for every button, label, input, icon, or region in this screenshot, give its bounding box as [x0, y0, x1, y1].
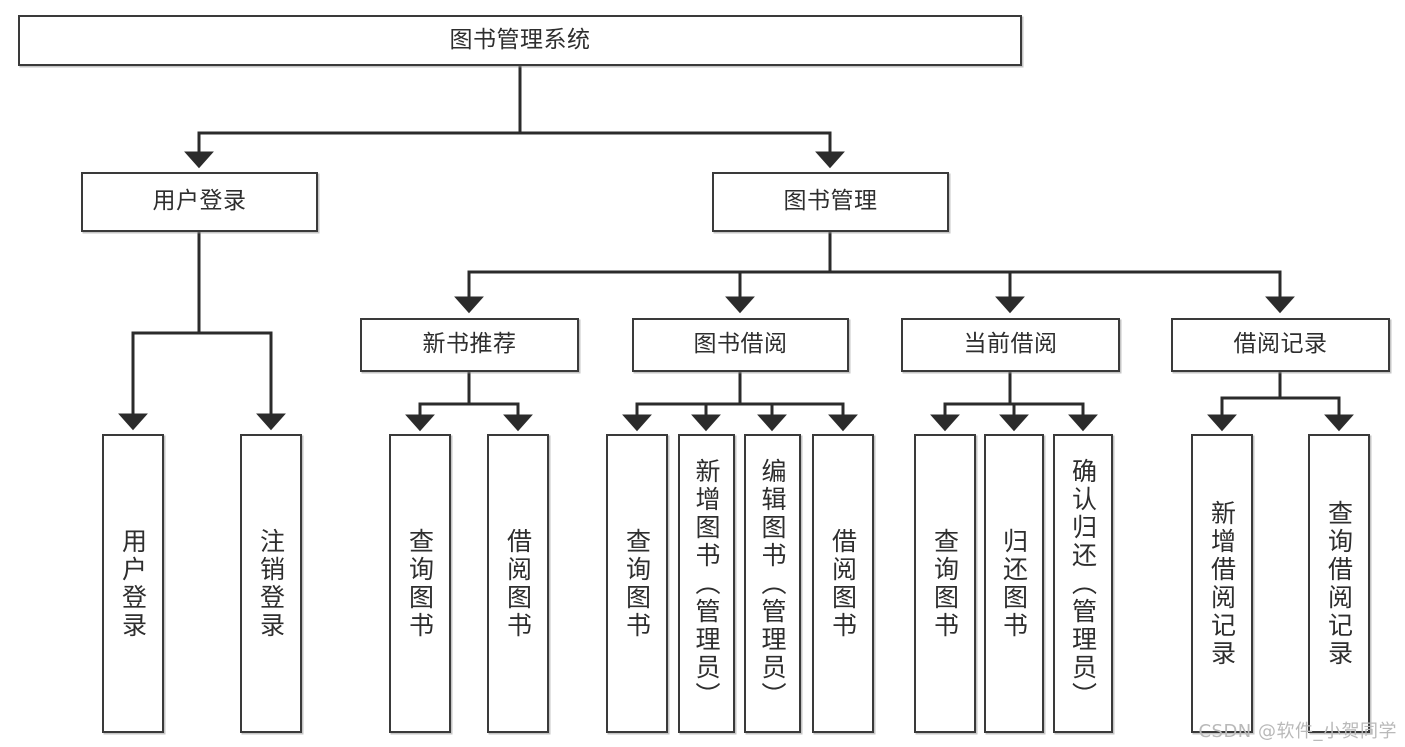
leaf-user-login[interactable]: 用户登录 — [102, 434, 164, 733]
node-label: 图书管理 — [783, 188, 878, 215]
node-user-login[interactable]: 用户登录 — [81, 172, 318, 232]
leaf-borrow-book-new[interactable]: 借阅图书 — [487, 434, 549, 733]
node-label: 图书管理系统 — [449, 26, 591, 53]
leaf-edit-book-admin[interactable]: 编辑图书（管理员） — [744, 434, 801, 733]
node-label: 借阅记录 — [1233, 331, 1328, 358]
leaf-query-borrow-record[interactable]: 查询借阅记录 — [1308, 434, 1370, 733]
node-label: 当前借阅 — [963, 331, 1058, 358]
node-new-book-recommend[interactable]: 新书推荐 — [360, 318, 579, 372]
node-label: 借阅图书 — [503, 527, 533, 640]
node-label: 图书借阅 — [693, 331, 788, 358]
node-label: 新增借阅记录 — [1207, 499, 1237, 668]
node-label: 查询借阅记录 — [1324, 499, 1354, 668]
node-label: 新书推荐 — [422, 331, 517, 358]
node-label: 查询图书 — [930, 527, 960, 640]
leaf-query-book-borrow[interactable]: 查询图书 — [606, 434, 668, 733]
node-label: 确认归还（管理员） — [1068, 457, 1098, 710]
node-label: 用户登录 — [118, 527, 148, 640]
node-label: 用户登录 — [152, 188, 247, 215]
leaf-confirm-return-admin[interactable]: 确认归还（管理员） — [1053, 434, 1113, 733]
node-label: 查询图书 — [405, 527, 435, 640]
node-current-borrow[interactable]: 当前借阅 — [901, 318, 1120, 372]
csdn-watermark: CSDN @软件_小贺同学 — [1198, 721, 1397, 742]
node-root-system[interactable]: 图书管理系统 — [18, 15, 1022, 66]
leaf-borrow-book[interactable]: 借阅图书 — [812, 434, 874, 733]
node-book-borrow[interactable]: 图书借阅 — [632, 318, 849, 372]
node-book-management[interactable]: 图书管理 — [712, 172, 949, 232]
leaf-query-book-current[interactable]: 查询图书 — [914, 434, 976, 733]
leaf-logout[interactable]: 注销登录 — [240, 434, 302, 733]
node-label: 注销登录 — [256, 527, 286, 640]
leaf-add-borrow-record[interactable]: 新增借阅记录 — [1191, 434, 1253, 733]
node-borrow-records[interactable]: 借阅记录 — [1171, 318, 1390, 372]
leaf-return-book[interactable]: 归还图书 — [984, 434, 1044, 733]
leaf-add-book-admin[interactable]: 新增图书（管理员） — [678, 434, 735, 733]
leaf-query-book-new[interactable]: 查询图书 — [389, 434, 451, 733]
node-label: 借阅图书 — [828, 527, 858, 640]
node-label: 编辑图书（管理员） — [758, 457, 787, 710]
node-label: 查询图书 — [622, 527, 652, 640]
node-label: 归还图书 — [999, 527, 1029, 640]
node-label: 新增图书（管理员） — [692, 457, 721, 710]
